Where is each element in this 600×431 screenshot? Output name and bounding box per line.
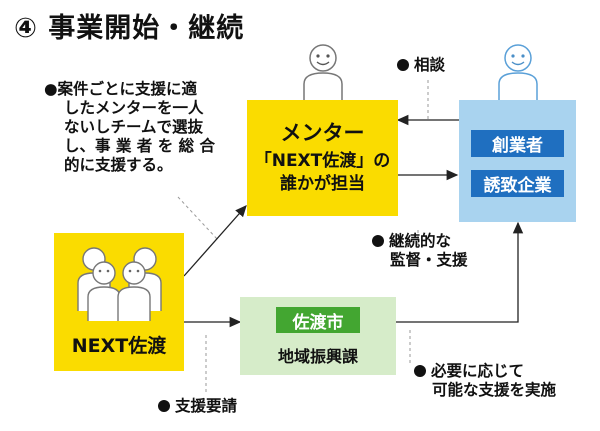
bullet-icon xyxy=(414,365,426,377)
label-consult: 相談 xyxy=(397,56,445,75)
founder-person-icon xyxy=(498,44,538,100)
mentor-line1: 「NEXT佐渡」の xyxy=(254,151,391,171)
bullet-icon xyxy=(158,400,170,412)
mentor-person-icon xyxy=(303,44,343,100)
arrow-next-to-mentor xyxy=(183,205,247,277)
bullet-icon xyxy=(372,235,384,247)
mentor-box: メンター 「NEXT佐渡」の 誰かが担当 xyxy=(247,100,398,216)
group-people-icon xyxy=(77,247,162,321)
founder-badge: 創業者 xyxy=(471,130,564,157)
leader-note-line xyxy=(177,196,219,241)
regional-promotion-dept: 地域振興課 xyxy=(277,347,358,366)
attracted-company-badge: 誘致企業 xyxy=(471,170,564,197)
note-mentor-selection: ●案件ごとに支援に適 したメンターを一人 ないしチームで選抜 し、事 業 者 を… xyxy=(44,80,215,174)
label-continuous-support: 継続的な 監督・支援 xyxy=(372,232,468,270)
page-title: ④ 事業開始・継続 xyxy=(14,13,245,44)
founder-box: 創業者 誘致企業 xyxy=(459,100,576,222)
label-implement-support: 必要に応じて 可能な支援を実施 xyxy=(414,362,556,400)
label-support-request: 支援要請 xyxy=(158,397,237,416)
next-sado-box: NEXT佐渡 xyxy=(54,233,184,371)
next-sado-label: NEXT佐渡 xyxy=(71,335,167,357)
arrow-city-to-founder xyxy=(396,221,524,323)
mentor-title: メンター xyxy=(280,121,365,145)
mentor-line2: 誰かが担当 xyxy=(280,174,365,194)
sado-city-badge: 佐渡市 xyxy=(276,307,360,333)
bullet-icon xyxy=(397,59,409,71)
sado-city-box: 佐渡市 地域振興課 xyxy=(240,297,396,375)
